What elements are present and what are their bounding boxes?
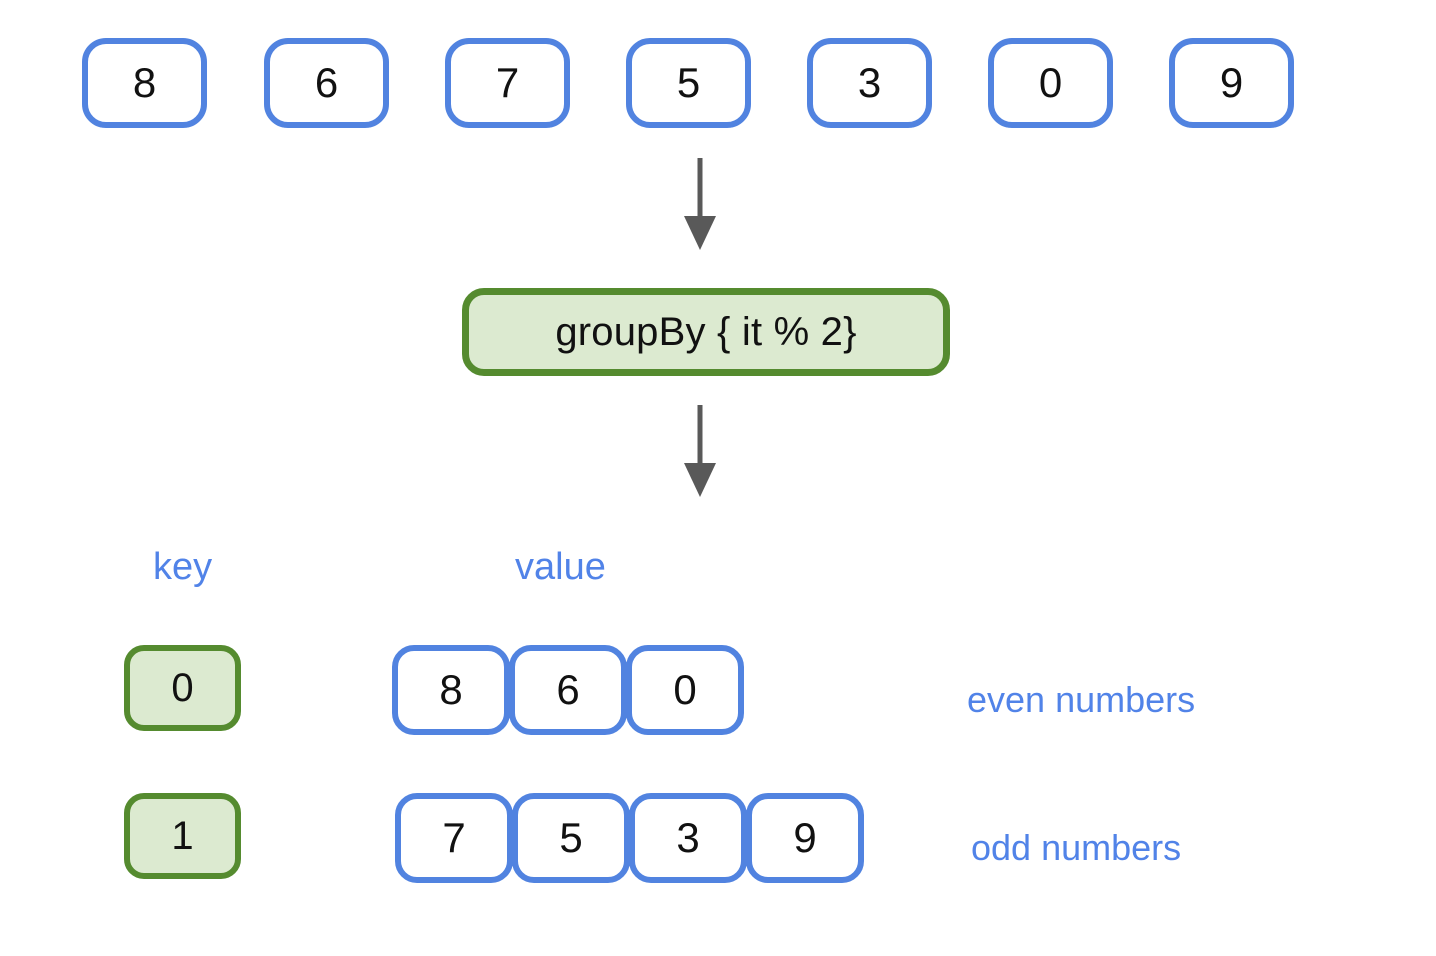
- source-cell: 5: [626, 38, 751, 128]
- group-value-cell: 6: [509, 645, 627, 735]
- group-value-cell: 3: [629, 793, 747, 883]
- group-row: 1 7 5 3 9: [0, 791, 1436, 883]
- group-row: 0 8 6 0: [0, 643, 1436, 735]
- group-key-cell: 1: [124, 793, 241, 879]
- column-caption-value: value: [515, 546, 606, 588]
- source-cell: 0: [988, 38, 1113, 128]
- source-cell: 9: [1169, 38, 1294, 128]
- source-cell: 8: [82, 38, 207, 128]
- arrow-source-to-operation-icon: [684, 158, 716, 250]
- source-cell: 3: [807, 38, 932, 128]
- operation-box: groupBy { it % 2}: [462, 288, 950, 376]
- operation-label: groupBy { it % 2}: [555, 309, 857, 354]
- group-note-even: even numbers: [967, 679, 1196, 720]
- group-value-cell: 5: [512, 793, 630, 883]
- group-value-cell: 9: [746, 793, 864, 883]
- group-value-cell: 7: [395, 793, 513, 883]
- source-cell: 7: [445, 38, 570, 128]
- group-key-cell: 0: [124, 645, 241, 731]
- column-caption-key: key: [153, 546, 213, 588]
- group-value-cell: 8: [392, 645, 510, 735]
- group-note-odd: odd numbers: [971, 827, 1182, 868]
- source-cell: 6: [264, 38, 389, 128]
- arrow-operation-to-result-icon: [684, 405, 716, 497]
- group-value-cell: 0: [626, 645, 744, 735]
